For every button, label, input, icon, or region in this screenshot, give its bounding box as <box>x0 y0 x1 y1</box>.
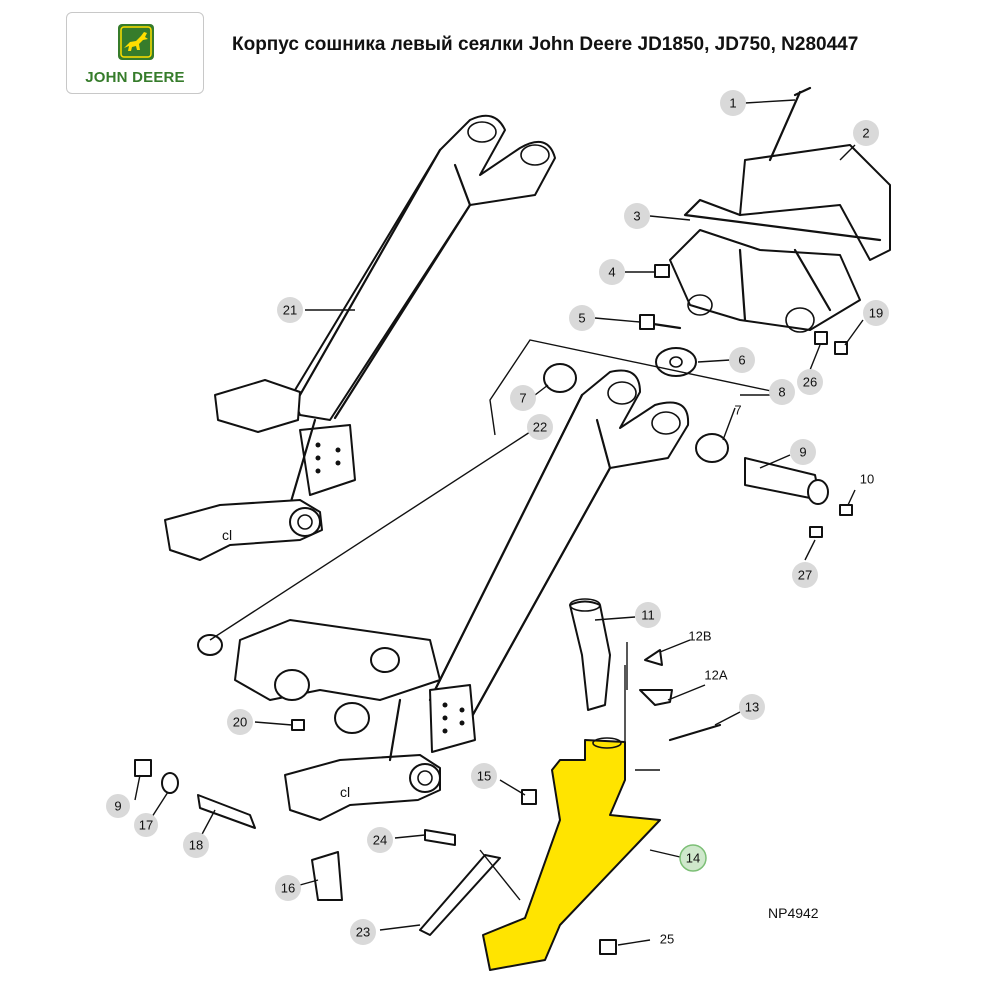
leaping-deer-icon <box>118 24 154 60</box>
opener-body-highlight <box>482 739 661 971</box>
callout-bubble-15 <box>471 763 497 789</box>
callout-bubble-17 <box>134 813 158 837</box>
callout-bubble-22 <box>527 414 553 440</box>
callout-bubble-20 <box>227 709 253 735</box>
drawing-code: NP4942 <box>768 905 819 921</box>
callout-bubble-6 <box>729 347 755 373</box>
callout-19: 19 <box>869 306 883 321</box>
callout-bubble-27 <box>792 562 818 588</box>
callout-bubble-9b <box>106 794 130 818</box>
callout-24: 24 <box>373 833 387 848</box>
callout-bubble-16 <box>275 875 301 901</box>
callout-15: 15 <box>477 769 491 784</box>
logo-brand-label: JOHN DEERE <box>85 69 185 86</box>
callout-8: 8 <box>778 385 785 400</box>
callout-10: 10 <box>860 472 874 487</box>
mounting-bracket <box>669 144 891 333</box>
callout-27: 27 <box>798 568 812 583</box>
callout-7a: 7 <box>519 391 526 406</box>
callout-bubble-24 <box>367 827 393 853</box>
callout-bubble-2 <box>853 120 879 146</box>
callout-bubble-9a <box>790 439 816 465</box>
callout-22: 22 <box>533 420 547 435</box>
callout-12B: 12B <box>688 629 711 644</box>
callout-13: 13 <box>745 700 759 715</box>
callout-20: 20 <box>233 715 247 730</box>
callout-17: 17 <box>139 818 153 833</box>
callout-bubble-13 <box>739 694 765 720</box>
callout-12A: 12A <box>704 668 727 683</box>
callout-bubble-1 <box>720 90 746 116</box>
callout-16: 16 <box>281 881 295 896</box>
callout-bubble-21 <box>277 297 303 323</box>
arm-stamp-text-lower: cl <box>340 784 350 800</box>
callout-25: 25 <box>660 932 674 947</box>
opener-body-left <box>482 737 661 971</box>
hardware <box>134 86 853 955</box>
callout-bubble-8 <box>769 379 795 405</box>
upper-parallel-arm: cl <box>164 114 556 561</box>
callouts: 1 2 3 4 5 6 7 7 8 9 9 10 11 12A 12B 13 1… <box>106 90 889 947</box>
logo-brand-text: JOHN DEERE <box>67 69 203 86</box>
callout-bubble-18 <box>183 832 209 858</box>
callout-23: 23 <box>356 925 370 940</box>
callout-bubble-4 <box>599 259 625 285</box>
callout-bubble-23 <box>350 919 376 945</box>
callout-4: 4 <box>608 265 615 280</box>
callout-9a: 9 <box>799 445 806 460</box>
callout-2: 2 <box>862 126 869 141</box>
callout-bubble-7a <box>510 385 536 411</box>
callout-3: 3 <box>633 209 640 224</box>
callout-bubble-5 <box>569 305 595 331</box>
callout-bubble-14 <box>679 844 707 872</box>
callout-5: 5 <box>578 311 585 326</box>
callout-26: 26 <box>803 375 817 390</box>
callout-6: 6 <box>738 353 745 368</box>
callout-7b: 7 <box>734 403 741 418</box>
callout-bubble-3 <box>624 203 650 229</box>
arm-stamp-text: cl <box>222 527 232 543</box>
callout-bubble-26 <box>797 369 823 395</box>
callout-bubble-11 <box>635 602 661 628</box>
page-title: Корпус сошника левый сеялки John Deere J… <box>232 34 859 55</box>
callout-11: 11 <box>641 608 655 623</box>
callout-14: 14 <box>686 851 700 866</box>
lower-parallel-arm: cl <box>234 369 690 821</box>
callout-bubble-19 <box>863 300 889 326</box>
callout-18: 18 <box>189 838 203 853</box>
john-deere-logo: JOHN DEERE <box>66 12 204 94</box>
callout-1: 1 <box>729 96 736 111</box>
callout-21: 21 <box>283 303 297 318</box>
callout-9b: 9 <box>114 799 121 814</box>
seed-tube <box>569 598 611 711</box>
leader-lines <box>134 99 864 946</box>
